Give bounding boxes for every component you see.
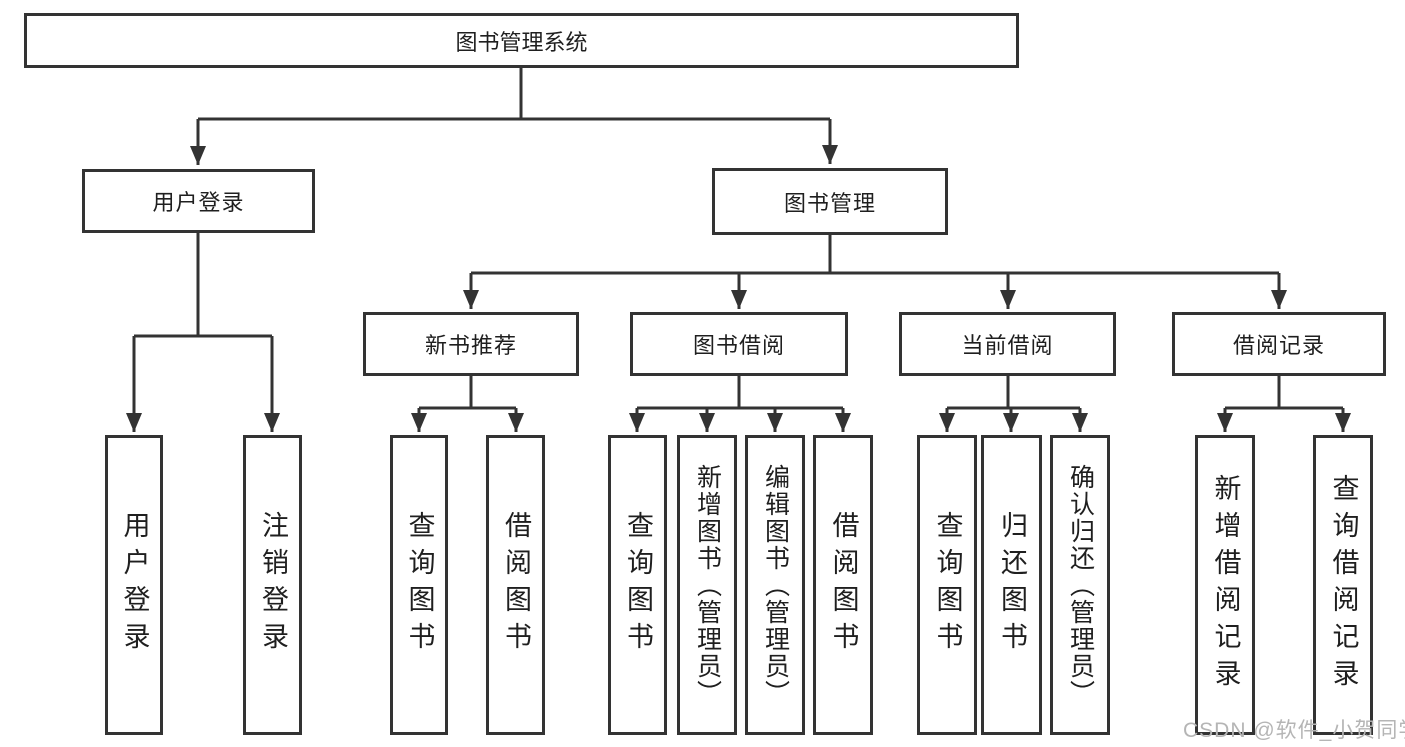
node-book-borrow: 图书借阅 xyxy=(630,312,848,376)
leaf-borrow-books: 借阅图书 xyxy=(813,435,873,735)
node-book-management: 图书管理 xyxy=(712,168,948,235)
node-current-borrow: 当前借阅 xyxy=(899,312,1116,376)
leaf-recommend-query-books: 查询图书 xyxy=(390,435,448,735)
leaf-return-books-label: 归还图书 xyxy=(997,511,1027,659)
leaf-edit-books-admin: 编辑图书（管理员） xyxy=(745,435,805,735)
node-borrow-record-label: 借阅记录 xyxy=(1232,333,1325,358)
node-root-system: 图书管理系统 xyxy=(24,13,1019,68)
csdn-watermark: CSDN @软件_小贺同学 xyxy=(1183,719,1405,742)
leaf-add-books-admin: 新增图书（管理员） xyxy=(677,435,737,735)
leaf-add-books-admin-label: 新增图书（管理员） xyxy=(693,463,722,707)
leaf-borrow-query-books-label: 查询图书 xyxy=(623,511,653,659)
leaf-logout-label: 注销登录 xyxy=(258,511,288,659)
leaf-query-borrow-record-label: 查询借阅记录 xyxy=(1328,474,1359,696)
leaf-recommend-borrow-books: 借阅图书 xyxy=(486,435,545,735)
node-user-login: 用户登录 xyxy=(82,169,315,233)
leaf-recommend-borrow-books-label: 借阅图书 xyxy=(501,511,531,659)
node-user-login-label: 用户登录 xyxy=(152,190,245,215)
leaf-query-borrow-record: 查询借阅记录 xyxy=(1313,435,1373,735)
node-borrow-record: 借阅记录 xyxy=(1172,312,1386,376)
leaf-user-login-label: 用户登录 xyxy=(119,511,150,659)
leaf-current-query-books: 查询图书 xyxy=(917,435,977,735)
node-root-label: 图书管理系统 xyxy=(455,29,588,55)
leaf-user-login: 用户登录 xyxy=(105,435,163,735)
node-current-borrow-label: 当前借阅 xyxy=(961,333,1054,358)
node-book-borrow-label: 图书借阅 xyxy=(692,333,785,358)
leaf-current-query-books-label: 查询图书 xyxy=(932,511,963,659)
leaf-return-books: 归还图书 xyxy=(981,435,1042,735)
leaf-borrow-query-books: 查询图书 xyxy=(608,435,667,735)
node-book-management-label: 图书管理 xyxy=(783,190,876,216)
node-new-book-recommend-label: 新书推荐 xyxy=(424,333,517,358)
leaf-add-borrow-record-label: 新增借阅记录 xyxy=(1210,474,1241,696)
leaf-confirm-return-admin-label: 确认归还（管理员） xyxy=(1066,463,1095,707)
leaf-borrow-books-label: 借阅图书 xyxy=(828,511,859,659)
leaf-confirm-return-admin: 确认归还（管理员） xyxy=(1050,435,1110,735)
leaf-logout: 注销登录 xyxy=(243,435,302,735)
leaf-add-borrow-record: 新增借阅记录 xyxy=(1195,435,1255,735)
leaf-edit-books-admin-label: 编辑图书（管理员） xyxy=(761,463,790,707)
leaf-recommend-query-books-label: 查询图书 xyxy=(404,511,435,659)
node-new-book-recommend: 新书推荐 xyxy=(363,312,579,376)
